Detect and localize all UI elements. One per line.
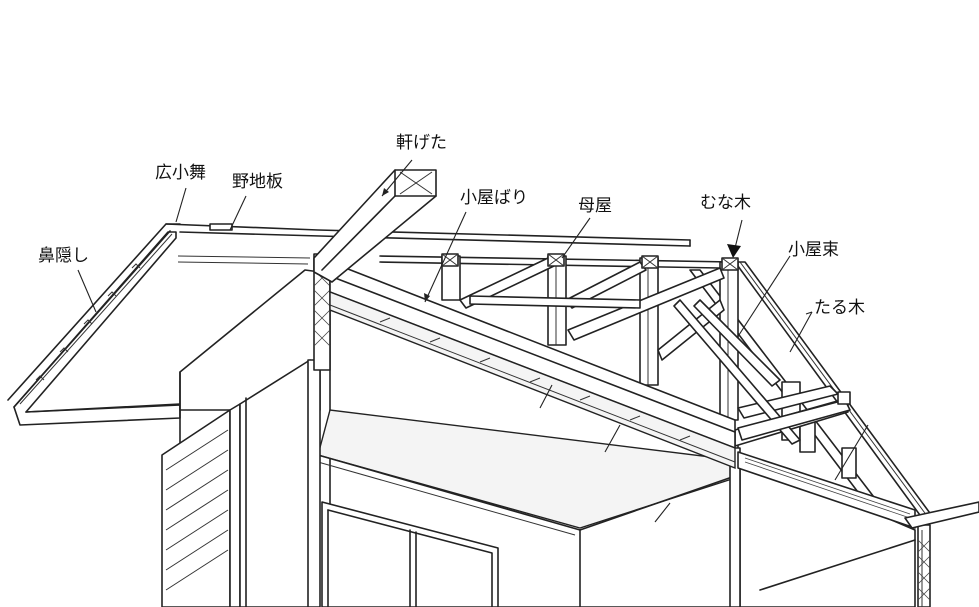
label-nojiita: 野地板	[232, 172, 283, 192]
label-munagi: むな木	[700, 193, 751, 213]
label-nokigeta: 軒げた	[396, 133, 447, 153]
leader-lines	[77, 159, 869, 523]
label-moya: 母屋	[578, 196, 612, 216]
house-walls	[179, 269, 931, 607]
label-taruki: たる木	[814, 298, 865, 318]
tie-beam	[329, 261, 979, 529]
right-post-hatch	[917, 539, 931, 601]
left-eave	[7, 223, 691, 426]
label-hirokomai: 広小舞	[155, 163, 206, 183]
label-koyabari: 小屋ばり	[460, 188, 528, 208]
label-hanakakushi: 鼻隠し	[38, 246, 89, 266]
siding-panel	[161, 359, 321, 607]
eave-beam	[313, 169, 739, 283]
label-koyazuka: 小屋束	[788, 240, 839, 260]
